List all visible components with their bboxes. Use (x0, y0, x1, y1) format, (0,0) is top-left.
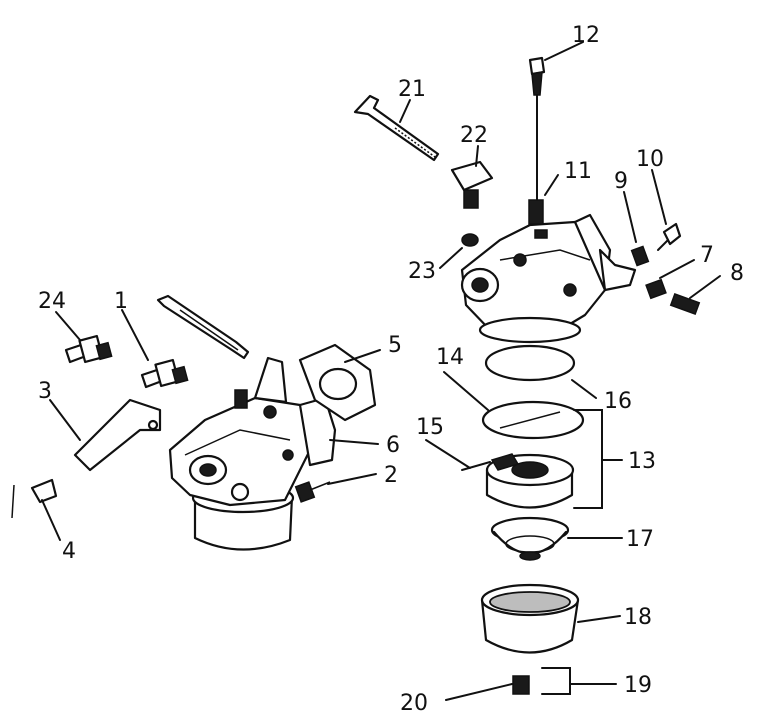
part-9-spring (630, 245, 650, 267)
throttle-link-rod (156, 294, 250, 360)
left-throat-bore (199, 463, 217, 477)
bracket-19 (541, 667, 571, 695)
part-24-elbow-fitting (64, 334, 113, 364)
left-carburetor-assembly (156, 294, 337, 551)
callout-4: 4 (62, 539, 76, 564)
leader-10 (651, 169, 667, 225)
leader-14 (443, 371, 489, 411)
part-21-rod (353, 94, 440, 162)
leader-2 (327, 473, 377, 485)
callout-23: 23 (408, 259, 436, 284)
part-18-bowl (480, 583, 580, 654)
callout-10: 10 (636, 147, 664, 172)
leader-24 (55, 311, 81, 341)
callout-9: 9 (614, 169, 628, 194)
part-3-bracket (11, 398, 162, 519)
leader-22 (475, 145, 479, 167)
callout-5: 5 (388, 333, 402, 358)
callout-3: 3 (38, 379, 52, 404)
leader-9 (623, 191, 637, 243)
leader-6 (329, 439, 379, 445)
part-2-screw (294, 481, 331, 503)
part-1-elbow-fitting (140, 358, 189, 389)
right-carburetor-body (460, 213, 637, 344)
leader-5 (344, 349, 381, 363)
callout-22: 22 (460, 123, 488, 148)
callout-12: 12 (572, 23, 600, 48)
part-23-nut (461, 233, 479, 247)
part-22-fitting (450, 160, 494, 209)
leader-20 (445, 683, 513, 701)
part-16-o-ring (484, 344, 576, 382)
leader-8 (689, 275, 721, 299)
callout-2: 2 (384, 463, 398, 488)
callout-15: 15 (416, 415, 444, 440)
part-10-screw (657, 222, 682, 251)
callout-14: 14 (436, 345, 464, 370)
part-14-gasket (481, 400, 585, 440)
part-17-diaphragm (490, 516, 570, 561)
leader-3 (49, 399, 81, 441)
callout-7: 7 (700, 243, 714, 268)
leader-11 (544, 174, 559, 196)
left-idle-screw (234, 389, 248, 409)
leader-12 (544, 41, 584, 61)
callout-11: 11 (564, 159, 592, 184)
callout-labels: 12 21 22 11 10 9 23 7 8 24 1 5 14 3 16 1… (38, 23, 744, 716)
left-port (282, 449, 294, 461)
leader-15 (425, 439, 471, 469)
part-13-float (485, 453, 575, 509)
part-8-screw (669, 292, 701, 316)
callout-13: 13 (628, 449, 656, 474)
left-choke-tower (253, 356, 288, 404)
left-fuel-inlet (263, 405, 277, 419)
part-12-needle (528, 56, 546, 201)
leader-16 (571, 379, 597, 399)
leader-23 (439, 247, 463, 269)
part-15-pin (461, 461, 491, 471)
leader-lines (41, 41, 721, 701)
rod-spring (179, 309, 239, 351)
leader-21 (399, 99, 411, 123)
part-11-spring (528, 199, 544, 225)
leader-4 (41, 499, 61, 541)
part-5-gasket (298, 343, 377, 422)
callout-24: 24 (38, 289, 66, 314)
callout-16: 16 (604, 389, 632, 414)
callout-1: 1 (114, 289, 128, 314)
part-4-clip (30, 478, 58, 504)
callout-17: 17 (626, 527, 654, 552)
callout-8: 8 (730, 261, 744, 286)
leader-1 (121, 309, 149, 361)
left-body-detail (184, 429, 291, 456)
leader-7 (659, 259, 695, 279)
callout-21: 21 (398, 77, 426, 102)
leader-18 (577, 615, 621, 623)
callout-6: 6 (386, 433, 400, 458)
part-20-drain-nut (512, 675, 530, 695)
left-fitting (230, 482, 250, 502)
part-7-spring (645, 278, 667, 300)
callout-20: 20 (400, 691, 428, 716)
callout-18: 18 (624, 605, 652, 630)
callout-19: 19 (624, 673, 652, 698)
